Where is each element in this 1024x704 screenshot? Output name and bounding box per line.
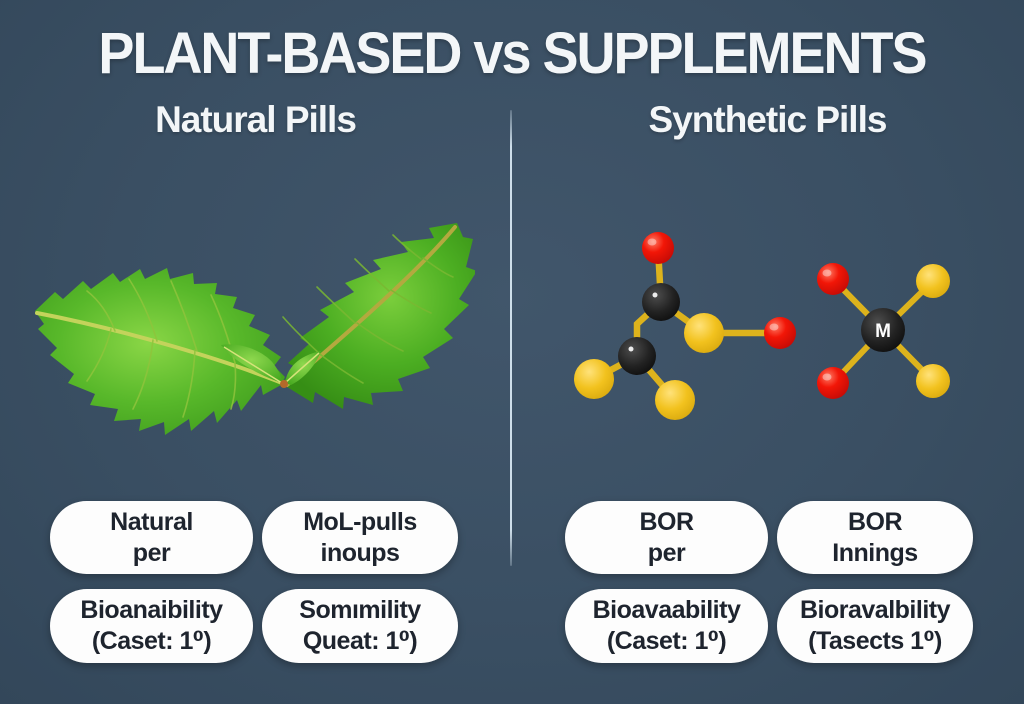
atom-red	[764, 317, 796, 349]
molecule-branched	[574, 232, 796, 420]
right-mint-leaf	[282, 223, 475, 409]
atom-metal-center	[861, 308, 905, 352]
mint-leaves-illustration	[35, 223, 475, 435]
pill-line1: BOR	[847, 507, 903, 536]
pill-line2: (Tasects 1⁰)	[808, 627, 942, 655]
pill-line1: Somımility	[299, 596, 421, 624]
column-divider	[510, 110, 512, 566]
small-mint-leaves	[221, 344, 321, 388]
atom-yellow	[684, 313, 724, 353]
stat-pill-bioravalbility: Bioravalbility (Tasects 1⁰)	[777, 589, 973, 663]
stat-pill-somimility: Somımility Queat: 1⁰)	[262, 589, 458, 663]
pill-line2: per	[647, 538, 686, 567]
stat-pill-bor-innings: BOR Innings	[777, 501, 973, 574]
pill-line2: per	[132, 538, 171, 567]
atom-carbon	[618, 337, 656, 375]
pill-line1: BOR	[639, 507, 694, 536]
pill-line1: Bioravalbility	[800, 596, 951, 624]
right-column-header: Synthetic Pills	[648, 99, 888, 140]
left-mint-leaf	[35, 268, 285, 435]
atom-yellow	[574, 359, 614, 399]
pill-line2: Innings	[832, 538, 918, 567]
metal-atom-label: M	[875, 321, 891, 342]
atom-yellow	[916, 364, 950, 398]
pill-line1: MoL-pulls	[303, 507, 417, 536]
stat-pill-bor-per: BOR per	[565, 501, 768, 574]
pill-line2: inoups	[320, 538, 400, 567]
pill-line1: Bioanaibility	[80, 596, 223, 624]
atom-carbon	[642, 283, 680, 321]
pill-line2: (Caset: 1⁰)	[91, 627, 212, 655]
stat-pill-natural-per: Natural per	[50, 501, 253, 574]
left-column-header: Natural Pills	[155, 99, 357, 140]
atom-red	[642, 232, 674, 264]
stem-nub	[280, 380, 288, 388]
atom-yellow	[916, 264, 950, 298]
stat-pill-bioavaability: Bioavaability (Caset: 1⁰)	[565, 589, 768, 663]
pill-line2: Queat: 1⁰)	[302, 627, 418, 655]
stat-pill-bioanaibility: Bioanaibility (Caset: 1⁰)	[50, 589, 253, 663]
atom-red	[817, 367, 849, 399]
pill-line1: Natural	[110, 507, 193, 536]
pill-line2: (Caset: 1⁰)	[606, 627, 727, 655]
atom-red	[817, 263, 849, 295]
molecule-models-illustration: M	[574, 232, 950, 420]
atom-yellow	[655, 380, 695, 420]
pill-line1: Bioavaability	[592, 596, 741, 624]
molecule-central-m: M	[817, 263, 950, 399]
page-title: PLANT-BASED vs SUPPLEMENTS	[98, 21, 927, 86]
stat-pill-mol-pulls: MoL-pulls inoups	[262, 501, 458, 574]
